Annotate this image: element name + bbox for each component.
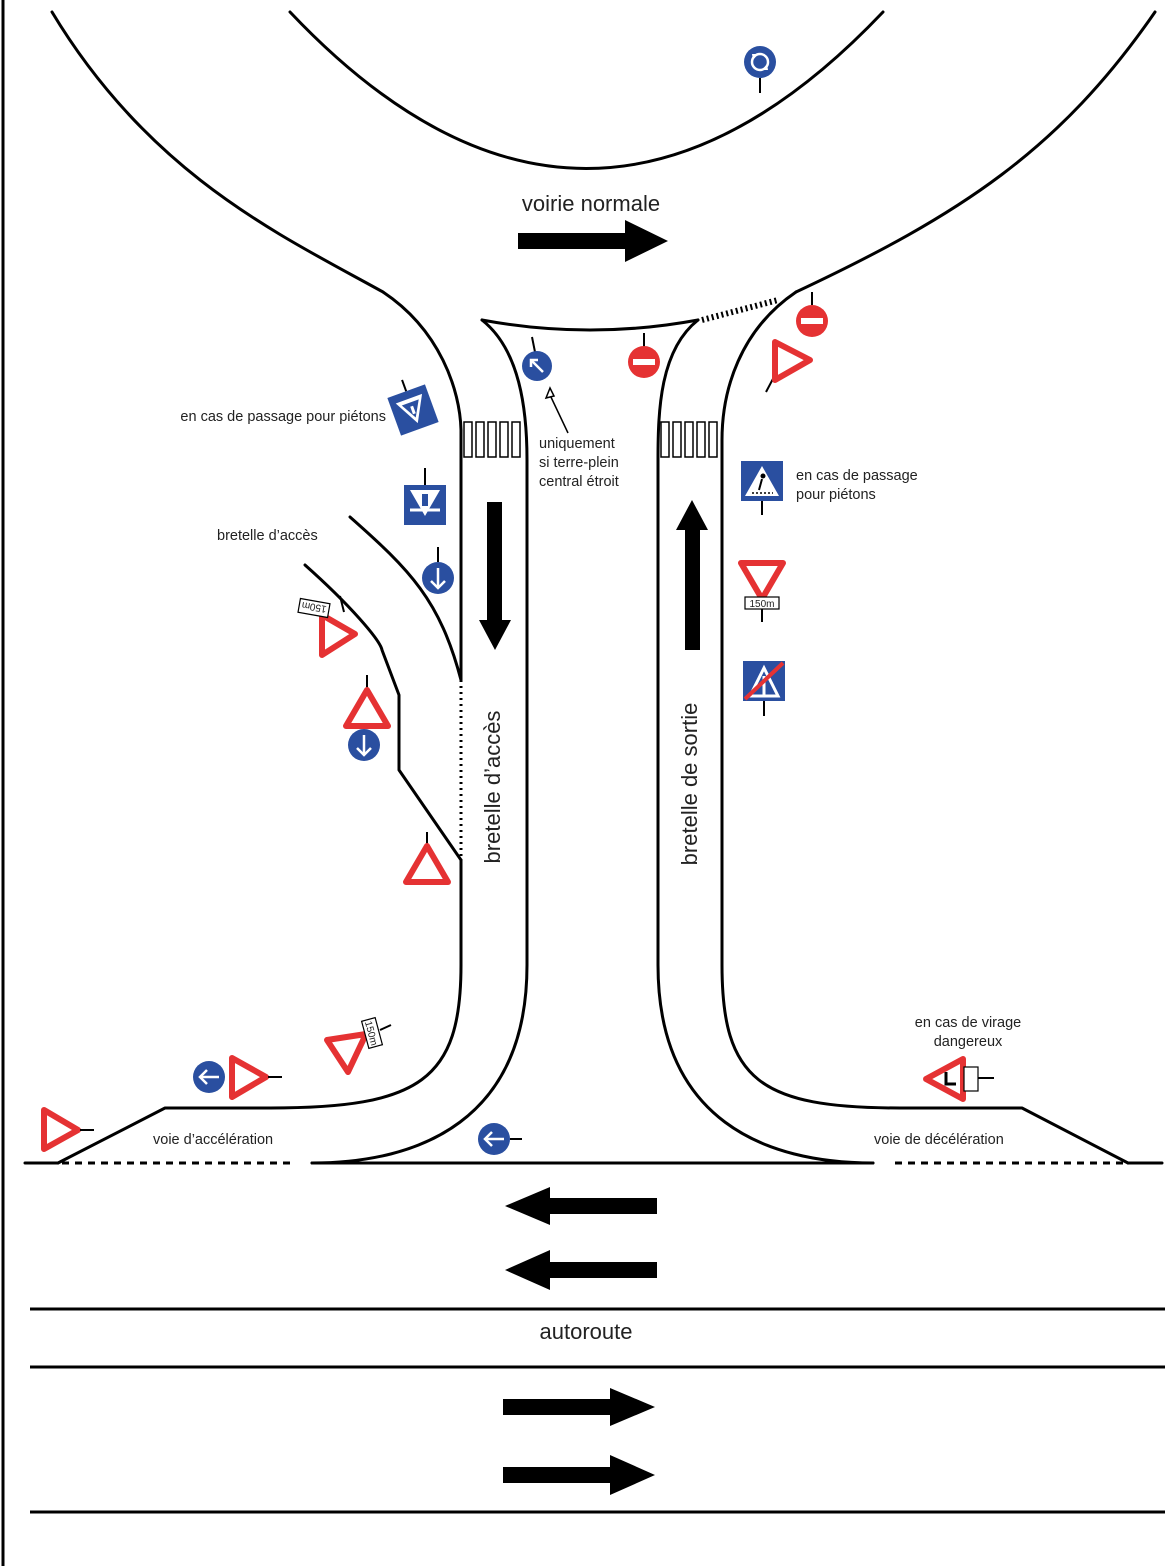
label-uniquement-line3: central étroit [539, 474, 619, 490]
motorway-entry-sign-icon [404, 468, 446, 525]
label-voirie-normale: voirie normale [522, 191, 660, 216]
yield-triangle-icon: 150m [741, 563, 783, 622]
arrow-motorway-left-1 [505, 1187, 657, 1225]
plate-text: 150m [749, 599, 774, 610]
no-entry-hatched-line [701, 297, 779, 323]
mandatory-down-arrow-sign-icon [348, 729, 380, 761]
label-uniquement-line1: uniquement [539, 436, 615, 452]
roundabout-sign-icon [744, 46, 776, 93]
access-ramp-outer-edge [381, 290, 463, 682]
mandatory-left-arrow-sign-icon [478, 1123, 522, 1155]
post [339, 595, 345, 613]
exit-ramp-inner-edge [656, 318, 875, 1165]
zebra-crossing-access [463, 421, 521, 458]
roundabout-outer-edge-left [50, 10, 385, 294]
label-virage-line2: dangereux [934, 1034, 1003, 1050]
distance-plate: 150m [297, 597, 331, 619]
arrow-voirie-right [518, 220, 668, 262]
label-bretelle-sortie-vertical: bretelle de sortie [677, 703, 702, 866]
plate-text: 150m [301, 599, 328, 614]
label-passage-pietons-left: en cas de passage pour piétons [180, 409, 386, 425]
yield-triangle-icon [229, 1055, 282, 1100]
mandatory-left-arrow-sign-icon [193, 1061, 225, 1093]
distance-plate: 150m [360, 1016, 384, 1050]
post [379, 1024, 392, 1031]
dangerous-curve-sign-icon [923, 1056, 994, 1102]
arrow-motorway-right-2 [503, 1455, 655, 1495]
label-virage-line1: en cas de virage [915, 1015, 1021, 1031]
no-entry-sign-icon [628, 333, 660, 378]
label-passage-pietons-right-line1: en cas de passage [796, 468, 918, 484]
label-uniquement-line2: si terre-plein [539, 455, 619, 471]
exit-ramp-outer-edge [720, 290, 1130, 1165]
warning-triangle-icon [346, 675, 388, 726]
zebra-crossing-exit [660, 421, 718, 458]
central-island-top [480, 318, 700, 332]
yield-triangle-icon [765, 339, 813, 393]
label-voie-acceleration: voie d’accélération [153, 1132, 273, 1148]
arrow-exit-up [676, 500, 708, 650]
pedestrian-crossing-sign-icon [741, 461, 783, 515]
yield-triangle-icon [41, 1107, 94, 1152]
arrow-access-down [479, 502, 511, 650]
label-bretelle-acces-side: bretelle d’accès [217, 528, 318, 544]
label-voie-deceleration: voie de décélération [874, 1132, 1004, 1148]
arrow-motorway-right-1 [503, 1388, 655, 1426]
yield-triangle-icon [324, 1031, 369, 1075]
label-bretelle-acces-vertical: bretelle d’accès [480, 711, 505, 864]
roundabout-inner-edge [288, 10, 885, 170]
side-access-road-lower-edge [303, 563, 463, 862]
access-ramp-inner-edge [310, 318, 529, 1165]
label-autoroute: autoroute [540, 1319, 633, 1344]
no-entry-sign-icon [796, 292, 828, 337]
label-passage-pietons-right-line2: pour piétons [796, 487, 876, 503]
warning-triangle-icon [406, 832, 448, 882]
keep-left-arrow-sign-icon [522, 336, 552, 381]
mandatory-down-arrow-sign-icon [422, 547, 454, 594]
arrow-motorway-left-2 [505, 1250, 657, 1290]
side-access-road-upper [348, 515, 463, 682]
callout-arrowhead [544, 386, 556, 400]
pedestrian-crossing-sign-icon [387, 379, 439, 436]
yield-triangle-icon [319, 612, 358, 658]
roundabout-outer-edge-right [794, 10, 1157, 294]
end-of-motorway-sign-icon [743, 661, 785, 716]
callout-line [549, 394, 569, 434]
access-ramp-outer-edge-lower [56, 858, 463, 1165]
